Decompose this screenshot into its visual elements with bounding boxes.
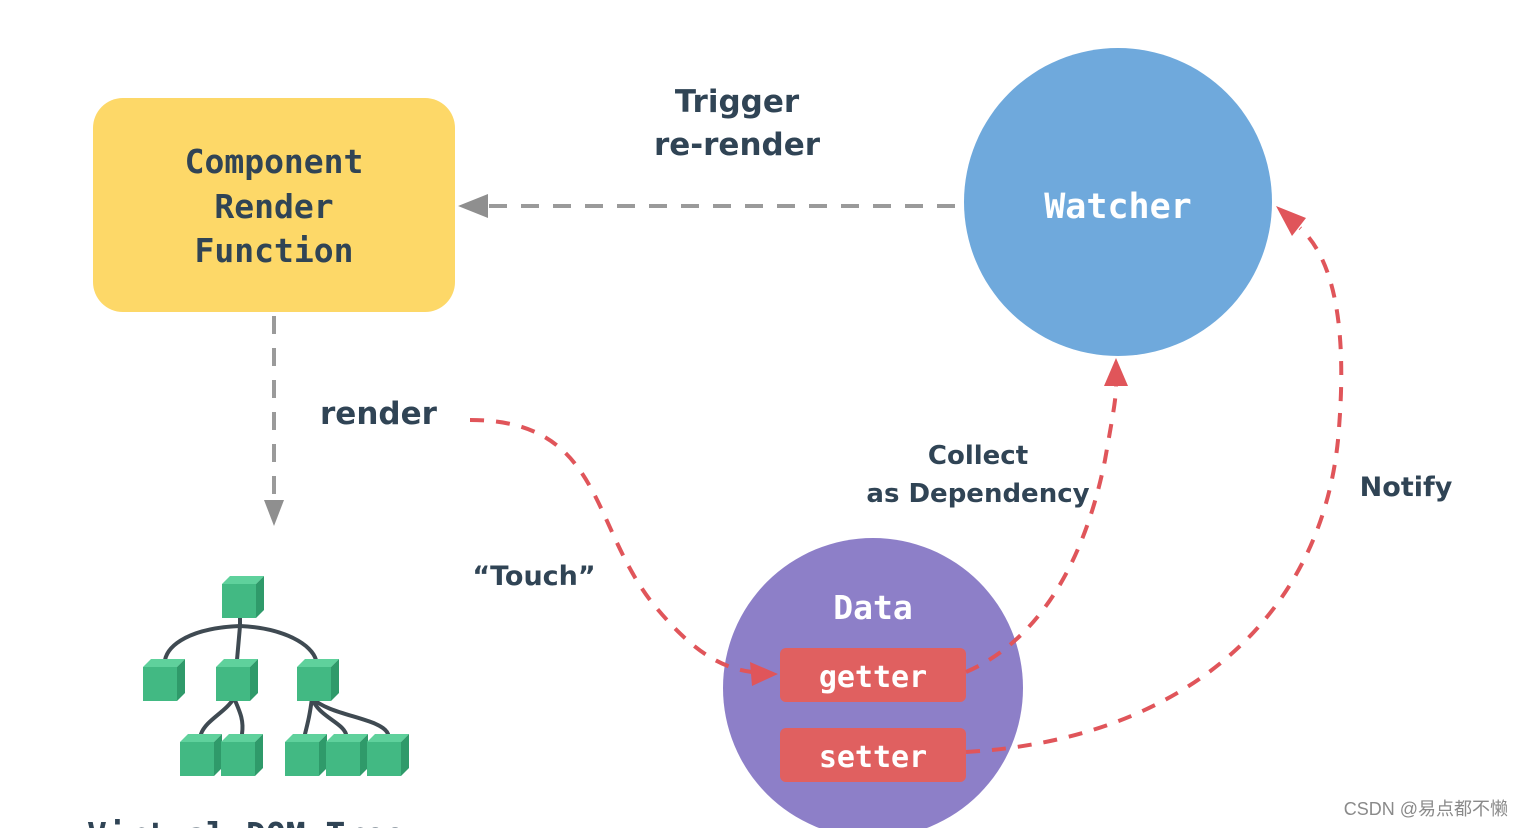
collect-dependency-edge: Collect as Dependency	[866, 358, 1128, 674]
tree-line	[235, 624, 242, 662]
tree-node-cube	[297, 659, 339, 701]
collect-dependency-curve	[965, 385, 1118, 674]
touch-arrowhead	[750, 662, 778, 686]
getter-label: getter	[819, 660, 927, 695]
tree-line	[238, 624, 318, 662]
data-label: Data	[833, 588, 912, 627]
notify-label: Notify	[1360, 472, 1453, 503]
watcher-node: Watcher	[964, 48, 1272, 356]
tree-node-cube	[326, 734, 368, 776]
trigger-rerender-arrowhead	[458, 194, 488, 218]
touch-curve	[469, 418, 753, 674]
notify-edge: Notify	[965, 206, 1453, 754]
tree-node-cube	[367, 734, 409, 776]
watcher-circle	[964, 48, 1272, 356]
tree-line	[232, 696, 245, 736]
watcher-label: Watcher	[1044, 187, 1192, 227]
setter-pill	[780, 728, 966, 782]
component-box-line-1: Component	[185, 142, 364, 181]
collect-dependency-label-2: as Dependency	[866, 479, 1089, 509]
tree-node-cube	[180, 734, 222, 776]
trigger-rerender-label-2: re-render	[654, 127, 821, 163]
virtual-dom-tree-caption: Virtual DOM Tree	[87, 815, 405, 828]
tree-nodes	[143, 576, 409, 776]
notify-curve	[965, 226, 1344, 754]
render-arrowhead	[264, 500, 284, 526]
virtual-dom-tree: Virtual DOM Tree	[87, 576, 409, 828]
watermark-text: CSDN @易点都不懒	[1344, 799, 1508, 819]
trigger-rerender-label-1: Trigger	[675, 84, 800, 120]
component-render-function-box: Component Render Function	[93, 98, 455, 312]
tree-node-cube	[143, 659, 185, 701]
notify-arrowhead	[1276, 206, 1306, 236]
tree-node-cube	[221, 734, 263, 776]
render-label: render	[320, 396, 438, 432]
collect-dependency-label-1: Collect	[928, 441, 1028, 471]
collect-dependency-arrowhead	[1104, 358, 1128, 386]
getter-pill	[780, 648, 966, 702]
touch-edge: “Touch”	[469, 418, 778, 686]
tree-line	[310, 696, 390, 736]
render-edge: render	[264, 316, 438, 526]
tree-line	[303, 696, 314, 736]
setter-label: setter	[819, 740, 927, 775]
tree-node-cube	[216, 659, 258, 701]
tree-node-cube	[285, 734, 327, 776]
tree-line	[199, 696, 236, 736]
component-box-shape	[93, 98, 455, 312]
component-box-line-2: Render	[214, 187, 333, 226]
tree-node-cube	[222, 576, 264, 618]
data-node: Data getter setter	[723, 538, 1023, 828]
trigger-rerender-edge: Trigger re-render	[458, 84, 955, 218]
component-box-line-3: Function	[195, 231, 354, 270]
tree-line	[163, 624, 242, 662]
touch-label: “Touch”	[472, 561, 595, 592]
